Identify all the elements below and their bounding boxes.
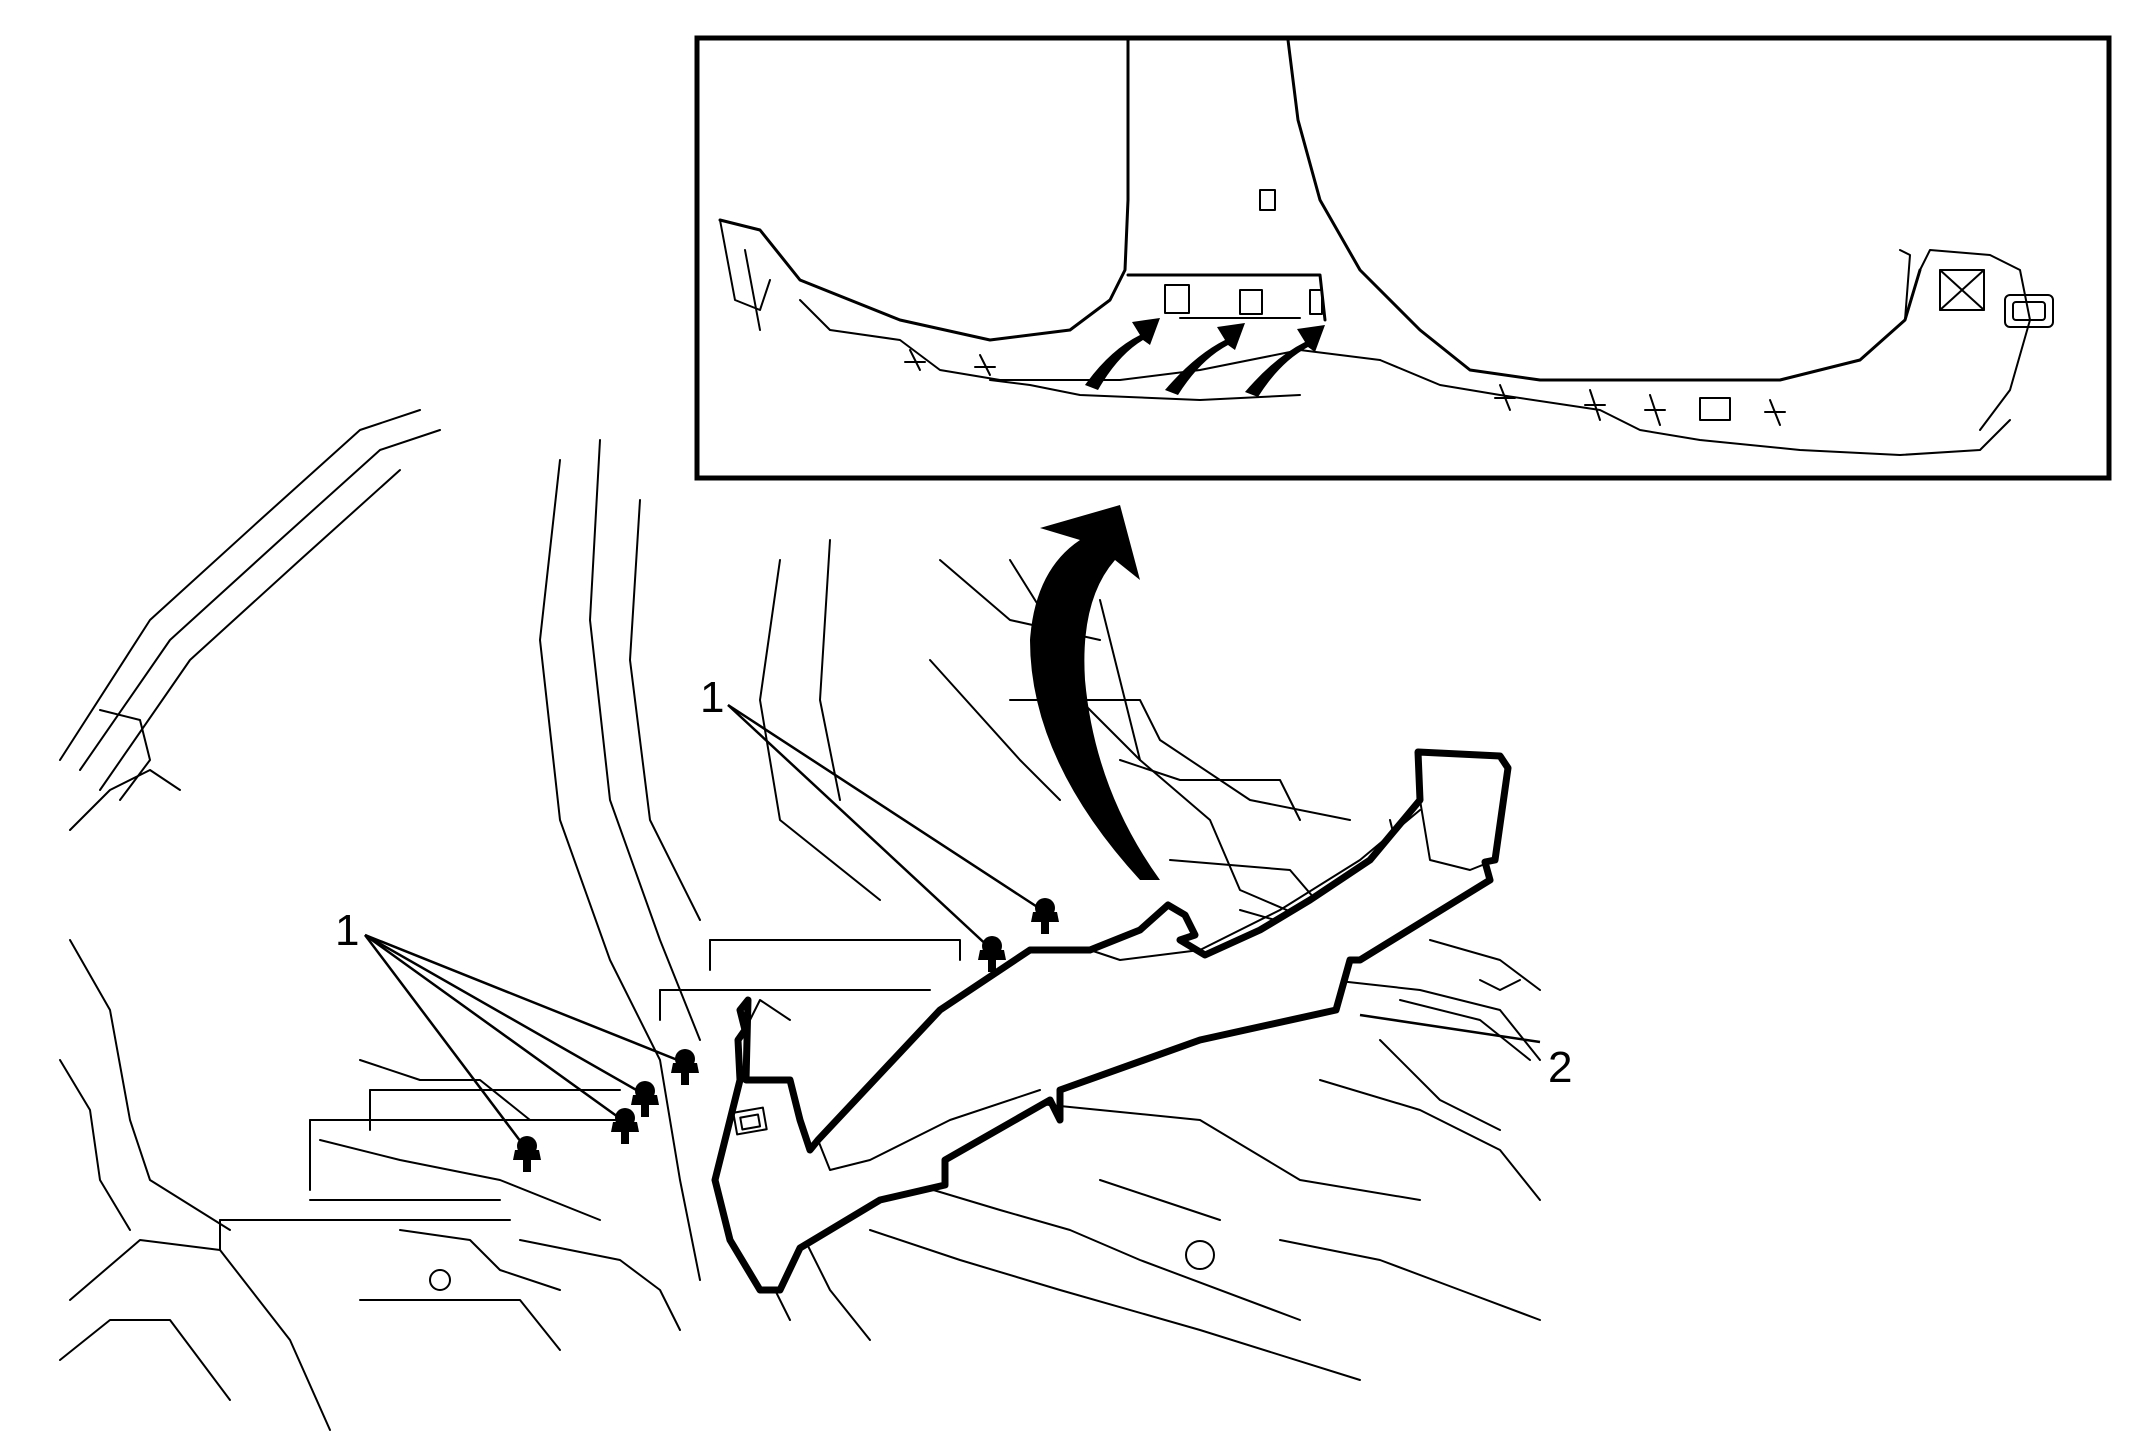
leader-lines: [364, 703, 1541, 1151]
callout-label-fastener-upper: 1: [700, 673, 724, 722]
curved-arrow-icon: [1030, 505, 1160, 880]
fastener-icon: [978, 936, 1006, 972]
fastener-icon: [611, 1108, 639, 1144]
callout-label-fastener-lower: 1: [335, 906, 359, 955]
fastener-icon: [631, 1081, 659, 1117]
fastener-icon: [513, 1136, 541, 1172]
inset-detail: [694, 35, 2112, 481]
sill-trim-panel: [711, 748, 1512, 1294]
push-arrow-icon: [1245, 325, 1325, 397]
push-arrow-icon: [1085, 318, 1160, 390]
fastener-icon: [1031, 898, 1059, 934]
fastener-icon: [671, 1049, 699, 1085]
inset-frame: [694, 35, 2112, 481]
callout-label-trim-panel: 2: [1548, 1043, 1572, 1092]
retainer-sockets: [219, 939, 961, 1251]
push-arrow-icon: [1165, 323, 1245, 395]
fasteners: [513, 898, 1059, 1172]
